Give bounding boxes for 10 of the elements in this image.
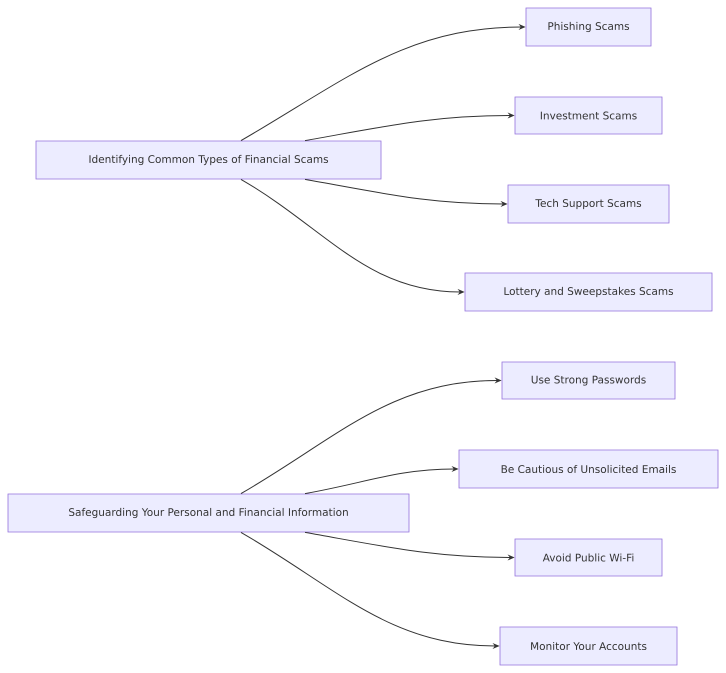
process-box: Use Strong Passwords [502,362,676,400]
process-box: Safeguarding Your Personal and Financial Information [8,494,410,532]
process-box: Investment Scams [514,96,662,134]
process-box: Phishing Scams [526,8,652,46]
process-box: Lottery and Sweepstakes Scams [464,272,712,312]
process-box: Tech Support Scams [508,184,670,224]
process-box: Monitor Your Accounts [500,626,678,666]
process-box: Be Cautious of Unsolicited Emails [458,450,718,488]
process-box: Identifying Common Types of Financial Scams [36,140,382,180]
process-box: Avoid Public Wi-Fi [514,538,662,576]
